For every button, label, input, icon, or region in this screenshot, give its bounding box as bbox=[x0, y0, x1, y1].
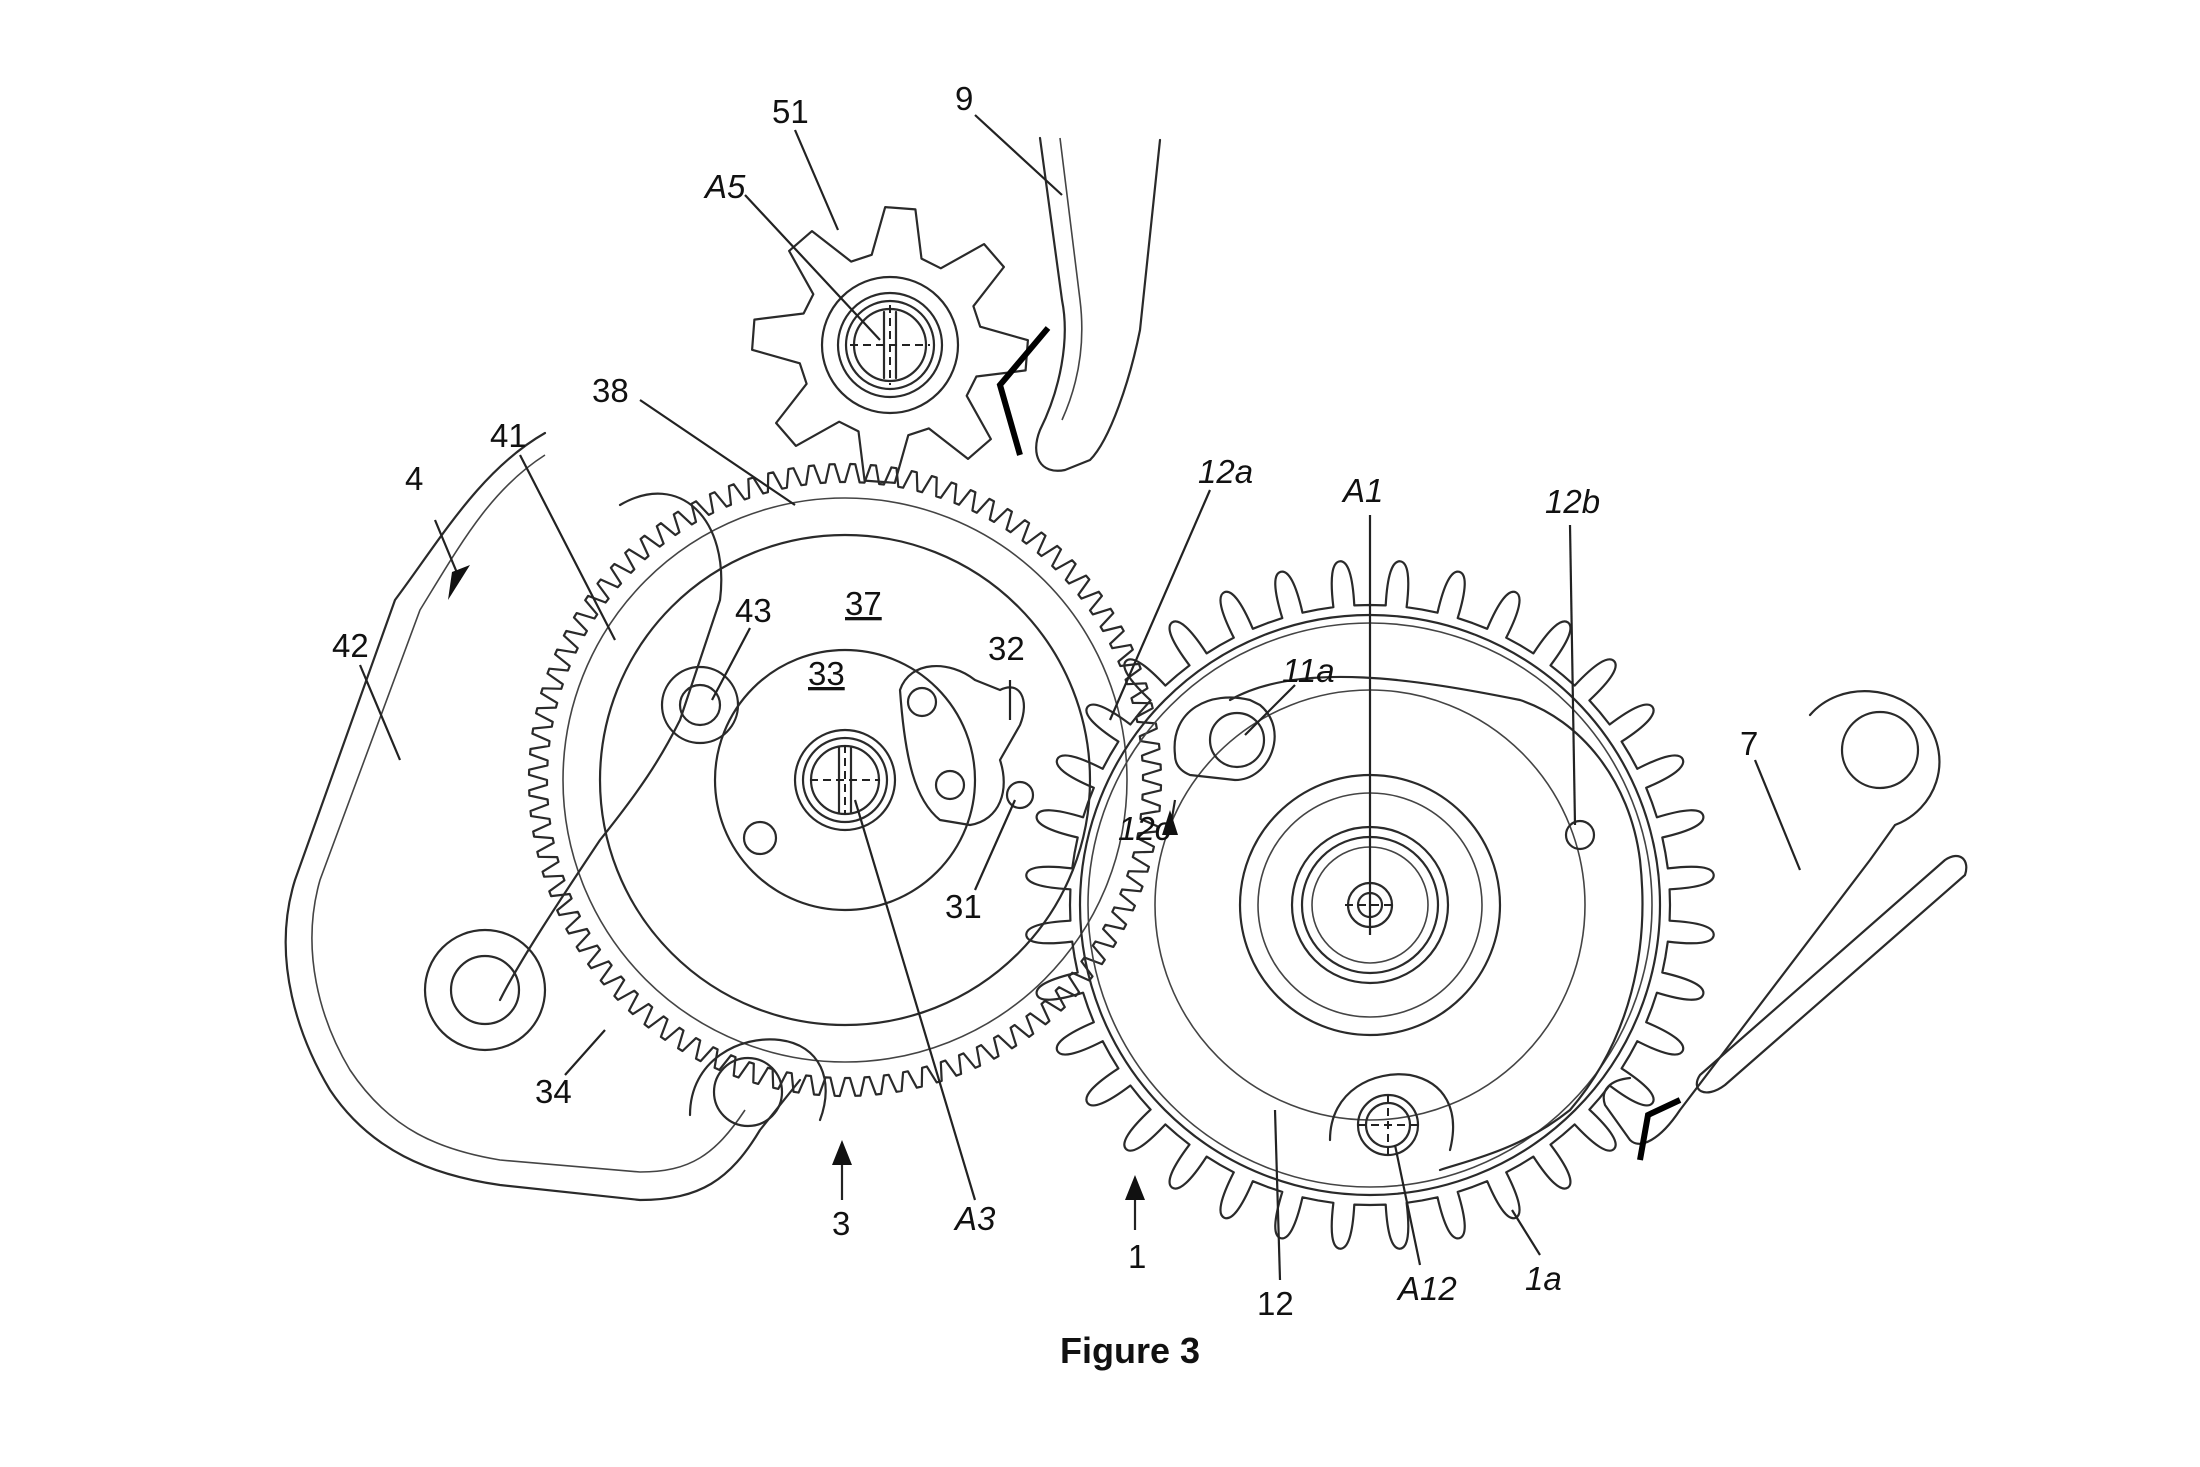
click-7-beak bbox=[1637, 1097, 1682, 1161]
label-32: 32 bbox=[988, 630, 1025, 667]
leader-34 bbox=[564, 1029, 606, 1076]
arrow-4 bbox=[433, 519, 470, 600]
label-4: 4 bbox=[405, 460, 423, 497]
leader-12b bbox=[1568, 524, 1577, 826]
label-9: 9 bbox=[955, 80, 973, 117]
leader-a12 bbox=[1393, 1144, 1422, 1266]
label-a5: A5 bbox=[703, 168, 746, 205]
label-41: 41 bbox=[490, 417, 527, 454]
click-7-outline bbox=[1602, 690, 1941, 1145]
leader-7 bbox=[1753, 759, 1802, 871]
hole-32a bbox=[906, 686, 938, 718]
leader-1a bbox=[1511, 1209, 1541, 1256]
figure-caption: Figure 3 bbox=[1060, 1330, 1200, 1371]
plate-32-outline bbox=[898, 664, 1025, 827]
label-37: 37 bbox=[845, 585, 882, 622]
leader-31 bbox=[973, 799, 1017, 891]
label-38: 38 bbox=[592, 372, 629, 409]
pinion-51-screw-mid bbox=[844, 299, 936, 391]
leader-12 bbox=[1273, 1109, 1282, 1281]
label-33: 33 bbox=[808, 655, 845, 692]
label-42: 42 bbox=[332, 627, 369, 664]
label-3: 3 bbox=[832, 1205, 850, 1242]
click-7-eye bbox=[1840, 710, 1920, 790]
label-34: 34 bbox=[535, 1073, 572, 1110]
gear-3-inner-rim bbox=[562, 497, 1128, 1063]
slot-12c-outline bbox=[1173, 696, 1276, 782]
hole-left bbox=[742, 820, 778, 856]
pin-43-inner bbox=[678, 683, 722, 727]
label-a12: A12 bbox=[1396, 1270, 1457, 1307]
spring-9-outline bbox=[1035, 136, 1162, 472]
arrow-1 bbox=[1125, 1175, 1145, 1230]
label-51: 51 bbox=[772, 93, 809, 130]
label-43: 43 bbox=[735, 592, 772, 629]
leader-43 bbox=[711, 627, 751, 701]
leader-38 bbox=[639, 399, 796, 506]
click-7-slot bbox=[1695, 854, 1968, 1094]
leader-51 bbox=[793, 129, 840, 231]
lever-42-inner-outline bbox=[311, 454, 746, 1173]
pinion-51-hub-outer bbox=[820, 275, 960, 415]
arm-41-outline bbox=[498, 492, 723, 1002]
screw-a3-outer bbox=[793, 728, 897, 832]
boss-left-outer bbox=[423, 928, 547, 1052]
label-31: 31 bbox=[945, 888, 982, 925]
pin-31 bbox=[1005, 780, 1035, 810]
leader-12a bbox=[1108, 489, 1212, 721]
label-11a: 11a bbox=[1282, 652, 1335, 689]
label-12a: 12a bbox=[1198, 453, 1253, 490]
label-1a: 1a bbox=[1525, 1260, 1562, 1297]
hole-12b bbox=[1564, 819, 1596, 851]
spring-9-click bbox=[996, 326, 1051, 456]
label-a1: A1 bbox=[1341, 472, 1383, 509]
plate-12-outline bbox=[1228, 675, 1644, 1172]
label-12: 12 bbox=[1257, 1285, 1294, 1322]
ratchet-wheel-1 bbox=[1025, 560, 1715, 1250]
arrow-12c bbox=[1162, 810, 1178, 835]
label-1: 1 bbox=[1128, 1238, 1146, 1275]
lever-42-outline bbox=[284, 431, 802, 1202]
leader-41 bbox=[519, 454, 616, 641]
boss-left-inner bbox=[449, 954, 521, 1026]
leader-11a bbox=[1244, 684, 1296, 736]
arrow-3 bbox=[832, 1140, 852, 1200]
disc-37-rim bbox=[598, 533, 1092, 1027]
label-12c: 12c bbox=[1118, 810, 1172, 847]
pin-43-outer bbox=[660, 665, 740, 745]
screw-a3-mid bbox=[801, 736, 889, 824]
leader-a5 bbox=[744, 194, 881, 341]
leader-9 bbox=[974, 114, 1063, 196]
label-7: 7 bbox=[1740, 725, 1758, 762]
boss-bottom-outline bbox=[688, 1038, 827, 1122]
leader-42 bbox=[358, 664, 402, 761]
label-12b: 12b bbox=[1545, 483, 1600, 520]
label-a3: A3 bbox=[953, 1200, 996, 1237]
spring-9-inner bbox=[1059, 137, 1083, 421]
pin-11a bbox=[1208, 711, 1266, 769]
hole-32b bbox=[934, 769, 966, 801]
leader-a3 bbox=[853, 799, 977, 1201]
boss-bottom-inner bbox=[712, 1056, 784, 1128]
plate-12-lobe bbox=[1328, 1073, 1455, 1152]
pinion-51 bbox=[751, 206, 1029, 484]
hub-33-ring bbox=[713, 648, 977, 912]
pinion-51-screw-outer bbox=[836, 291, 944, 399]
gear-wheel-3 bbox=[527, 462, 1163, 1098]
